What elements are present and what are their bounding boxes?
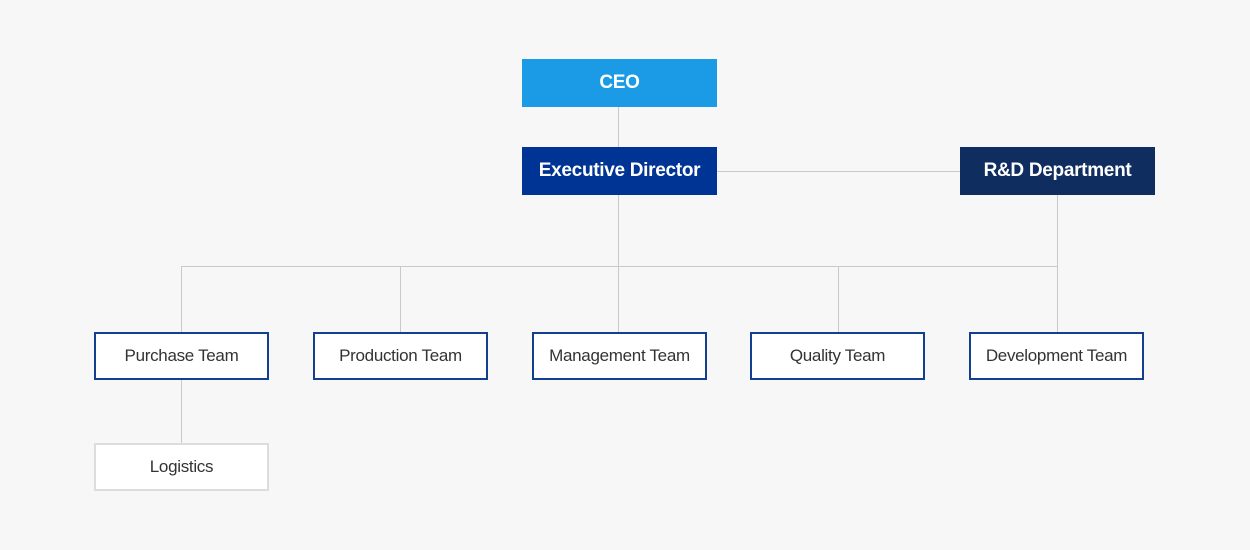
quality-team-box: Quality Team <box>750 332 925 380</box>
purchase-team-label: Purchase Team <box>124 346 239 365</box>
connector-purchase-logistics <box>181 380 182 443</box>
connector-ceo-executive <box>618 107 619 147</box>
ceo-label: CEO <box>599 72 640 93</box>
management-team-box: Management Team <box>532 332 707 380</box>
quality-team-label: Quality Team <box>789 346 886 365</box>
purchase-team-box: Purchase Team <box>94 332 269 380</box>
rnd-department-label: R&D Department <box>983 160 1132 181</box>
executive-director-box: Executive Director <box>522 147 717 195</box>
development-team-label: Development Team <box>985 346 1128 365</box>
production-team-label: Production Team <box>339 346 462 365</box>
connector-purchase <box>181 266 182 332</box>
ceo-box: CEO <box>522 59 717 107</box>
connector-rnd-down <box>1057 195 1058 332</box>
connector-executive-down <box>618 195 619 332</box>
rnd-department-box: R&D Department <box>960 147 1155 195</box>
development-team-box: Development Team <box>969 332 1144 380</box>
connector-executive-rnd <box>717 171 960 172</box>
executive-director-label: Executive Director <box>538 160 701 181</box>
connector-horizontal-bus <box>181 266 1058 267</box>
logistics-label: Logistics <box>149 457 214 476</box>
management-team-label: Management Team <box>549 346 690 365</box>
production-team-box: Production Team <box>313 332 488 380</box>
connector-quality <box>838 266 839 332</box>
logistics-box: Logistics <box>94 443 269 491</box>
connector-production <box>400 266 401 332</box>
